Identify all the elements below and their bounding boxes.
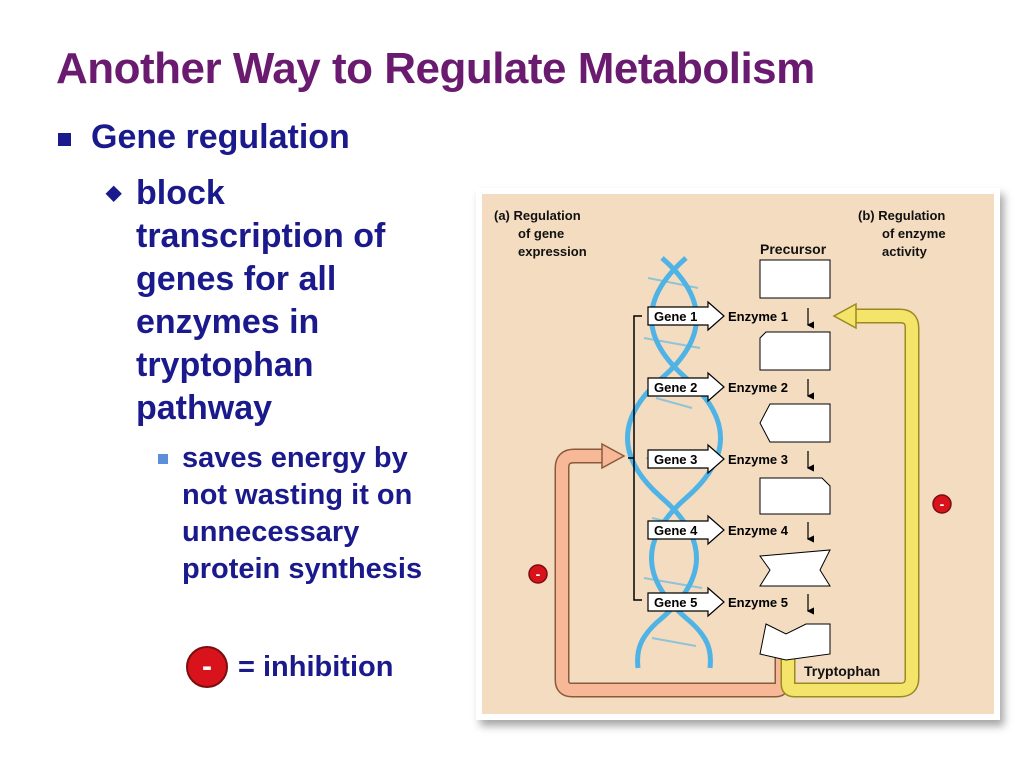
label-a-line-1: (a) Regulation xyxy=(494,208,581,223)
bullet-level-1-text: Gene regulation xyxy=(91,118,350,156)
inhibition-minus-icon: - xyxy=(186,646,228,688)
enzyme-2-label: Enzyme 2 xyxy=(728,380,788,395)
enzyme-1-label: Enzyme 1 xyxy=(728,309,788,324)
bullet-level-3-text: saves energy by not wasting it on unnece… xyxy=(182,442,423,585)
tryptophan-shape xyxy=(759,623,831,661)
label-b-line-1: (b) Regulation xyxy=(858,208,945,223)
pathway-diagram: (a) Regulation of gene expression (b) Re… xyxy=(476,188,1000,720)
square-bullet-icon xyxy=(58,133,71,146)
enzyme-5-label: Enzyme 5 xyxy=(728,595,788,610)
gene-4-label: Gene 4 xyxy=(654,523,698,538)
intermediate-3-shape xyxy=(759,477,831,515)
gene-3-arrow xyxy=(647,443,725,475)
feedback-arrow-a xyxy=(556,450,788,696)
bullet-level-2: ◆ block transcription of genes for all e… xyxy=(106,172,436,430)
svg-text:-: - xyxy=(940,496,945,512)
gene-5-label: Gene 5 xyxy=(654,595,697,610)
bullet-level-1: Gene regulation xyxy=(58,118,350,157)
gene-2-arrow xyxy=(647,371,725,403)
feedback-arrow-b-head xyxy=(832,302,857,330)
precursor-label: Precursor xyxy=(760,241,827,257)
small-square-bullet-icon xyxy=(158,454,168,464)
bullet-level-3: saves energy by not wasting it on unnece… xyxy=(158,440,458,588)
gene-1-arrow xyxy=(647,300,725,332)
intermediate-4-shape xyxy=(759,549,831,587)
label-a-line-3: expression xyxy=(518,244,587,259)
inhibition-legend: - = inhibition xyxy=(186,646,393,688)
svg-text:-: - xyxy=(536,566,541,582)
tryptophan-pathway-figure: (a) Regulation of gene expression (b) Re… xyxy=(476,188,1000,720)
precursor-box xyxy=(759,259,831,299)
gene-4-arrow xyxy=(647,514,725,546)
label-b-line-3: activity xyxy=(882,244,928,259)
enzyme-3-label: Enzyme 3 xyxy=(728,452,788,467)
label-b-line-2: of enzyme xyxy=(882,226,946,241)
bullet-level-2-text: block transcription of genes for all enz… xyxy=(136,174,386,427)
feedback-arrow-b xyxy=(782,310,918,696)
diamond-bullet-icon: ◆ xyxy=(106,182,122,204)
feedback-arrow-a-head xyxy=(601,442,626,470)
intermediate-2-shape xyxy=(759,403,831,443)
tryptophan-label: Tryptophan xyxy=(804,663,880,679)
gene-1-label: Gene 1 xyxy=(654,309,697,324)
gene-2-label: Gene 2 xyxy=(654,380,697,395)
inhibition-marker-b: - xyxy=(932,494,952,514)
label-a-line-2: of gene xyxy=(518,226,564,241)
intermediate-1-shape xyxy=(759,331,831,371)
enzyme-4-label: Enzyme 4 xyxy=(728,523,789,538)
inhibition-marker-a: - xyxy=(528,564,548,584)
gene-5-arrow xyxy=(647,586,725,618)
inhibition-legend-text: = inhibition xyxy=(238,650,394,683)
gene-3-label: Gene 3 xyxy=(654,452,697,467)
slide-title: Another Way to Regulate Metabolism xyxy=(56,44,815,93)
